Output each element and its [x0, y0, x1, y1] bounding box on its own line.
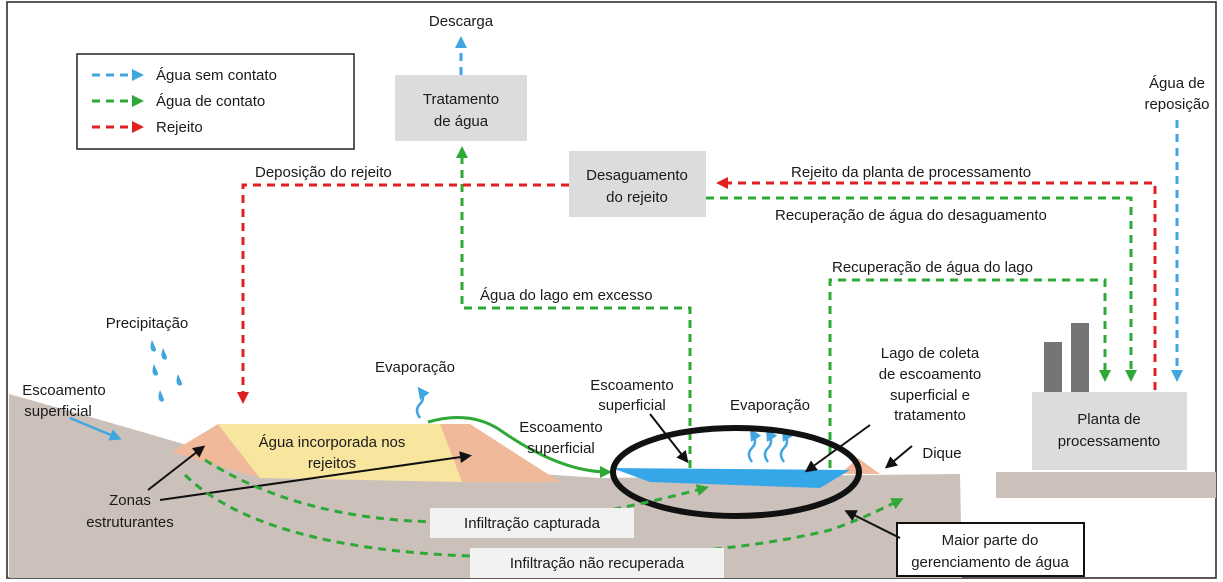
incorporated-water-label-2: rejeitos — [308, 455, 356, 472]
runoff-mid-label-2: superficial — [527, 440, 595, 457]
water-management-box — [896, 522, 1085, 577]
incorporated-water-label-1: Água incorporada nos — [259, 434, 406, 451]
dewatering-box — [569, 151, 706, 217]
pond-recovery-label: Recuperação de água do lago — [832, 259, 1033, 276]
processing-plant-label-2: processamento — [1058, 433, 1161, 450]
legend-box — [76, 53, 355, 150]
water-treatment-label-2: de água — [434, 113, 489, 130]
water-management-label-2: gerenciamento de água — [911, 554, 1069, 571]
runoff-mid-label-1: Escoamento — [519, 419, 602, 436]
water-management-label-1: Maior parte do — [942, 532, 1039, 549]
plant-tailings-arrow — [716, 177, 1157, 390]
evaporation-pond-label: Evaporação — [730, 397, 810, 414]
collection-pond-label-1: Lago de coleta — [881, 345, 980, 362]
collection-pond-label-3: superficial e — [890, 387, 970, 404]
tailings-deposition-arrow — [237, 183, 569, 404]
processing-plant-box — [1032, 392, 1187, 470]
dewatering-recovery-arrow — [706, 196, 1137, 382]
makeup-water-label-2: reposição — [1144, 96, 1209, 113]
plant-tailings-label: Rejeito da planta de processamento — [791, 164, 1031, 181]
evaporation-left-icon — [415, 386, 430, 419]
infiltration-captured-box — [430, 508, 634, 538]
water-treatment-label-1: Tratamento — [423, 91, 499, 108]
structural-zones-label-1: Zonas — [109, 492, 151, 509]
runoff-top-label-2: superficial — [598, 397, 666, 414]
tailings-body — [218, 424, 462, 482]
embankment-left — [172, 424, 260, 478]
runoff-to-pond-arrow — [427, 416, 612, 478]
excess-pond-water-label: Água do lago em excesso — [480, 287, 653, 304]
water-management-pointer — [844, 510, 901, 539]
legend-label-non-contact: Água sem contato — [156, 67, 277, 84]
collection-pond-label-4: tratamento — [894, 407, 966, 424]
chimney-1 — [1044, 342, 1062, 394]
precipitation-label: Precipitação — [106, 315, 189, 332]
infiltration-unrecovered-label: Infiltração não recuperada — [510, 555, 685, 572]
rain-drops-icon — [150, 340, 182, 402]
collection-pond-label-2: de escoamento — [879, 366, 982, 383]
ground — [9, 394, 962, 578]
makeup-water-label-1: Água de — [1149, 75, 1205, 92]
legend-label-tailings: Rejeito — [156, 119, 203, 136]
chimney-2 — [1071, 323, 1089, 394]
structural-zones-pointer-2 — [159, 451, 472, 501]
dewatering-recovery-label: Recuperação de água do desaguamento — [775, 207, 1047, 224]
processing-plant-label-1: Planta de — [1077, 411, 1140, 428]
runoff-left-label-1: Escoamento — [22, 382, 105, 399]
structural-zones-pointer-1 — [147, 445, 206, 491]
dewatering-label-1: Desaguamento — [586, 167, 688, 184]
runoff-top-label-1: Escoamento — [590, 377, 673, 394]
infiltration-captured-label: Infiltração capturada — [464, 515, 601, 532]
evaporation-pond-icon — [747, 428, 794, 463]
runoff-left-arrow — [69, 416, 122, 441]
tailings-deposition-label: Deposição do rejeito — [255, 164, 392, 181]
excess-pond-water-arrow — [456, 146, 692, 468]
structural-zones-label-2: estruturantes — [86, 514, 174, 531]
water-treatment-box — [395, 75, 527, 141]
pond-recovery-arrow — [828, 278, 1111, 468]
evaporation-left-label: Evaporação — [375, 359, 455, 376]
water-management-ellipse — [610, 425, 862, 519]
dike-pointer — [884, 445, 913, 469]
legend-label-contact: Água de contato — [156, 93, 265, 110]
dike-label: Dique — [922, 445, 961, 462]
plant-ground-block — [996, 472, 1216, 498]
infiltration-unrecovered-box — [470, 548, 724, 578]
collection-pond-water — [612, 468, 850, 488]
dewatering-label-2: do rejeito — [606, 189, 668, 206]
discharge-label: Descarga — [429, 13, 494, 30]
runoff-left-label-2: superficial — [24, 403, 92, 420]
